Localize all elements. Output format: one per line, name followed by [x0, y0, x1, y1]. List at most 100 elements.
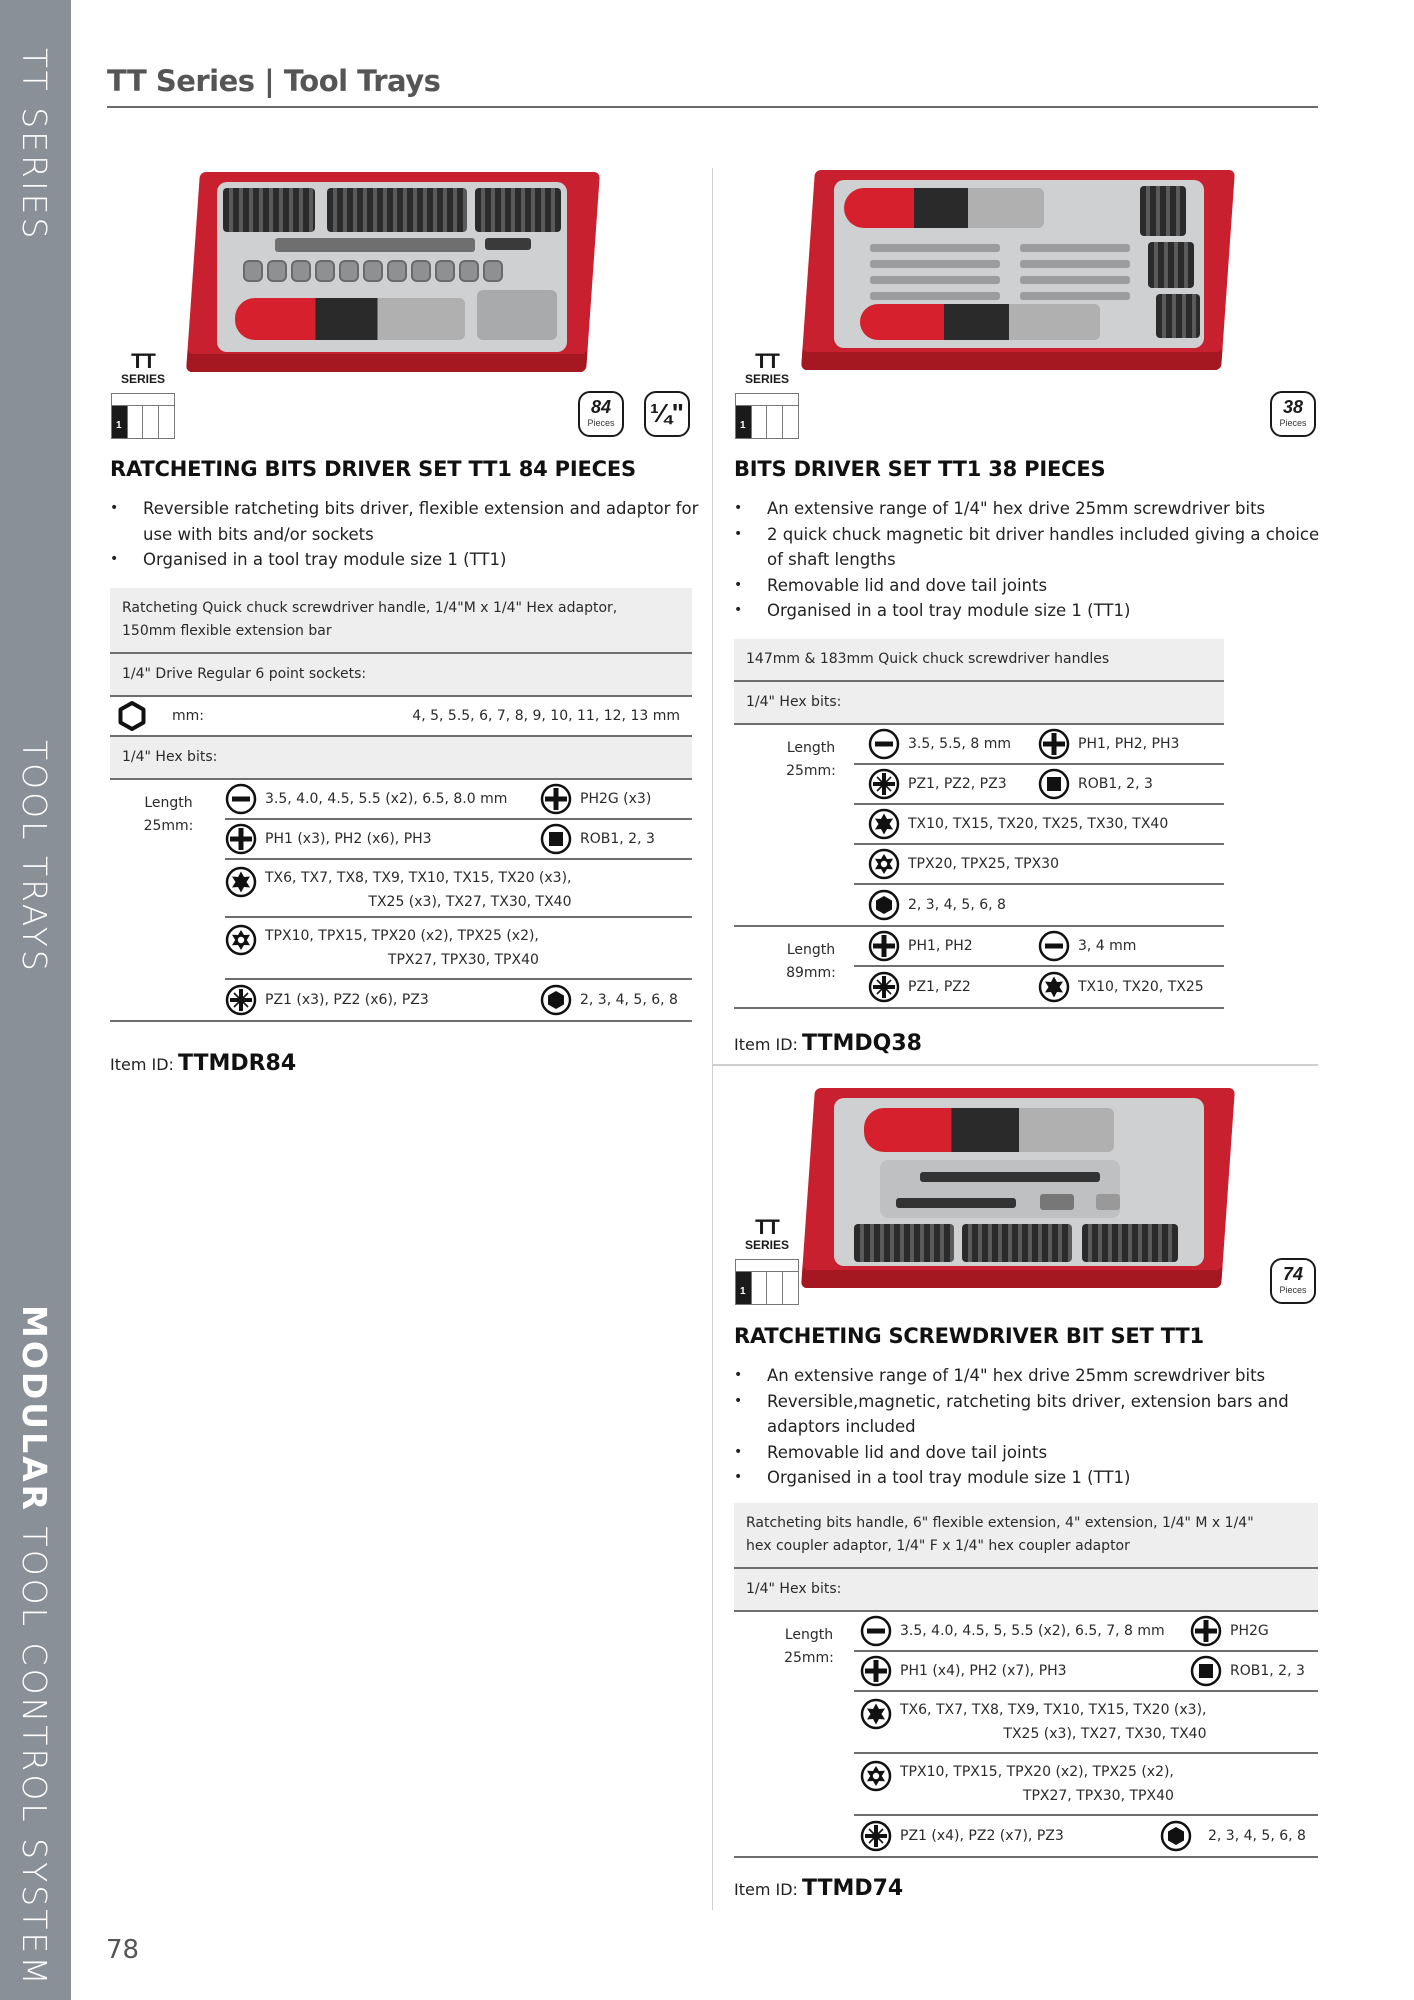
feature-list: An extensive range of 1/4" hex drive 25m… — [734, 1363, 1324, 1491]
torx-plus-bit-icon — [868, 848, 900, 880]
spec-value: TPX27, TPX30, TPX40 — [1022, 1788, 1174, 1804]
spec-row: PH1 (x4), PH2 (x7), PH3 ROB1, 2, 3 — [854, 1652, 1318, 1692]
series-logo-tt: TT — [755, 350, 780, 373]
spec-row: PZ1, PZ2, PZ3 ROB1, 2, 3 — [854, 765, 1224, 805]
item-id-label: Item ID: — [734, 1035, 798, 1054]
torx-bit-icon — [225, 866, 257, 898]
module-size-icon: 1 — [735, 393, 799, 439]
sidebar: TT SERIES TOOL TRAYS MODULAR TOOL CONTRO… — [0, 0, 71, 2000]
length-label: Length 25mm: — [143, 795, 194, 834]
spec-row: TPX10, TPX15, TPX20 (x2), TPX25 (x2), TPX… — [854, 1754, 1318, 1816]
spec-row: TPX10, TPX15, TPX20 (x2), TPX25 (x2),TPX… — [225, 918, 692, 980]
item-id-code: TTMDQ38 — [801, 1031, 922, 1056]
spec-row: PZ1, PZ2 TX10, TX20, TX25 — [854, 967, 1224, 1007]
spec-bits-heading: 1/4" Hex bits: — [734, 682, 1224, 725]
spec-row: PZ1 (x3), PZ2 (x6), PZ3 2, 3, 4, 5, 6, 8 — [225, 980, 692, 1020]
spec-table: Ratcheting Quick chuck screwdriver handl… — [110, 588, 692, 1022]
feature-item: An extensive range of 1/4" hex drive 25m… — [734, 1363, 1324, 1389]
spec-row: TX6, TX7, TX8, TX9, TX10, TX15, TX20 (x3… — [225, 860, 692, 918]
feature-item: Removable lid and dove tail joints — [734, 573, 1324, 599]
square-bit-icon — [540, 823, 572, 855]
spec-value: PH1, PH2, PH3 — [1078, 736, 1180, 752]
spec-row: TX6, TX7, TX8, TX9, TX10, TX15, TX20 (x3… — [854, 1692, 1318, 1754]
spec-value: 3.5, 4.0, 4.5, 5, 5.5 (x2), 6.5, 7, 8 mm — [900, 1623, 1165, 1639]
tt-series-logo: TT SERIES — [113, 350, 173, 386]
spec-bits-heading: 1/4" Hex bits: — [110, 737, 692, 780]
torx-bit-icon — [1038, 971, 1070, 1003]
feature-list: Reversible ratcheting bits driver, flexi… — [110, 496, 700, 573]
module-size-number: 1 — [112, 406, 128, 438]
spec-value: TX6, TX7, TX8, TX9, TX10, TX15, TX20 (x3… — [900, 1702, 1207, 1718]
hex-bit-icon — [1160, 1820, 1192, 1852]
series-logo-label: SERIES — [744, 1238, 789, 1252]
sidebar-label-modular: MODULAR TOOL CONTROL SYSTEM — [15, 1305, 54, 1988]
tt-series-logo: TT SERIES — [737, 350, 797, 386]
slotted-bit-icon — [860, 1615, 892, 1647]
sidebar-label-modular-rest: TOOL CONTROL SYSTEM — [15, 1513, 54, 1988]
drive-size-badge: ¼" — [644, 391, 690, 437]
length-label: Length 25mm: — [786, 740, 836, 779]
spec-bits-group: Length 25mm: 3.5, 4.0, 4.5, 5, 5.5 (x2),… — [734, 1612, 1318, 1858]
spec-value: TX25 (x3), TX27, TX30, TX40 — [368, 894, 572, 910]
tt-series-logo: TT SERIES — [737, 1217, 797, 1252]
feature-item: 2 quick chuck magnetic bit driver handle… — [734, 522, 1324, 573]
spec-value: TPX20, TPX25, TPX30 — [908, 856, 1059, 872]
spec-value: TX6, TX7, TX8, TX9, TX10, TX15, TX20 (x3… — [265, 870, 572, 886]
spec-value: 3, 4 mm — [1078, 938, 1137, 954]
spec-value: TPX27, TPX30, TPX40 — [387, 952, 539, 968]
product-image-ttmd74 — [800, 1084, 1240, 1296]
spec-row: TPX20, TPX25, TPX30 — [854, 845, 1224, 885]
item-id: Item ID:TTMDQ38 — [734, 1031, 922, 1056]
spec-value: PZ1 (x4), PZ2 (x7), PZ3 — [900, 1828, 1064, 1844]
sockets-sizes: 4, 5, 5.5, 6, 7, 8, 9, 10, 11, 12, 13 mm — [412, 708, 680, 724]
module-size-icon: 1 — [735, 1259, 799, 1305]
product-title: RATCHETING SCREWDRIVER BIT SET TT1 — [734, 1324, 1204, 1348]
length-label: Length 25mm: — [784, 1627, 834, 1666]
torx-bit-icon — [860, 1698, 892, 1730]
module-size-icon: 1 — [111, 393, 175, 439]
column-divider — [712, 168, 713, 1910]
feature-item: Reversible,magnetic, ratcheting bits dri… — [734, 1389, 1324, 1440]
feature-item: Organised in a tool tray module size 1 (… — [734, 1465, 1324, 1491]
square-bit-icon — [1038, 768, 1070, 800]
module-size-number: 1 — [736, 406, 752, 438]
spec-value: PH1, PH2 — [908, 938, 973, 954]
item-id-label: Item ID: — [734, 1880, 798, 1899]
item-id-label: Item ID: — [110, 1055, 174, 1074]
feature-item: Reversible ratcheting bits driver, flexi… — [110, 496, 700, 547]
spec-accessories: Ratcheting bits handle, 6" flexible exte… — [734, 1503, 1318, 1569]
feature-item: Organised in a tool tray module size 1 (… — [734, 598, 1324, 624]
feature-list: An extensive range of 1/4" hex drive 25m… — [734, 496, 1324, 624]
slotted-bit-icon — [225, 783, 257, 815]
spec-value: PZ1 (x3), PZ2 (x6), PZ3 — [265, 992, 429, 1008]
spec-row: PZ1 (x4), PZ2 (x7), PZ3 2, 3, 4, 5, 6, 8 — [854, 1816, 1318, 1856]
torx-plus-bit-icon — [225, 924, 257, 956]
spec-value: TX25 (x3), TX27, TX30, TX40 — [1003, 1726, 1207, 1742]
product-image-ttmdq38 — [800, 168, 1240, 380]
spec-table: Ratcheting bits handle, 6" flexible exte… — [734, 1503, 1318, 1858]
spec-row: 2, 3, 4, 5, 6, 8 — [854, 885, 1224, 925]
item-id-code: TTMD74 — [801, 1876, 904, 1901]
item-id: Item ID:TTMD74 — [734, 1876, 903, 1901]
spec-value: PH1 (x3), PH2 (x6), PH3 — [265, 831, 432, 847]
hex-socket-icon — [116, 700, 148, 732]
spec-value: ROB1, 2, 3 — [1230, 1663, 1305, 1679]
spec-bits-heading: 1/4" Hex bits: — [734, 1569, 1318, 1612]
feature-item: Organised in a tool tray module size 1 (… — [110, 547, 700, 573]
pozidriv-bit-icon — [868, 971, 900, 1003]
sidebar-label-tool-trays: TOOL TRAYS — [15, 740, 54, 974]
item-id: Item ID:TTMDR84 — [110, 1051, 296, 1076]
spec-sockets-heading: 1/4" Drive Regular 6 point sockets: — [110, 654, 692, 697]
product-image-ttmdr84 — [185, 168, 605, 380]
spec-bits-group-89mm: Length 89mm: PH1, PH2 3, 4 mm PZ1, PZ2 T… — [734, 927, 1224, 1009]
pieces-count: 74 — [1282, 1264, 1304, 1284]
spec-value: TPX10, TPX15, TPX20 (x2), TPX25 (x2), — [900, 1764, 1174, 1780]
spec-value: TX10, TX20, TX25 — [1078, 979, 1204, 995]
series-logo-tt: TT — [131, 350, 156, 373]
page-title: TT Series | Tool Trays — [107, 64, 441, 98]
sockets-unit: mm: — [172, 708, 204, 724]
pozidriv-bit-icon — [860, 1820, 892, 1852]
pieces-count: 38 — [1282, 397, 1304, 417]
spec-value: 2, 3, 4, 5, 6, 8 — [580, 992, 678, 1008]
spec-value: PH2G — [1230, 1623, 1269, 1639]
